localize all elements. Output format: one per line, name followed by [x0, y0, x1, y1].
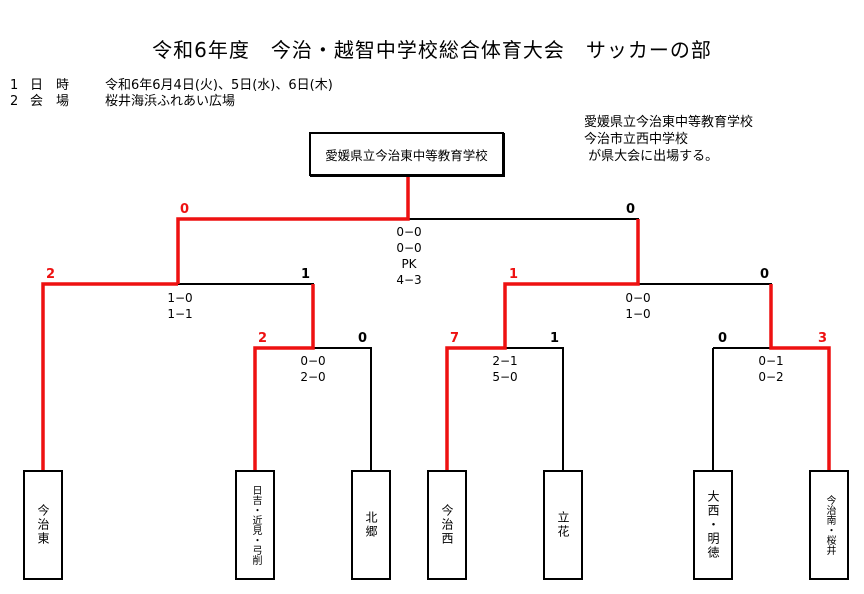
sf1-left-score: 2	[46, 267, 56, 282]
qf2-right-score: 1	[550, 331, 560, 346]
winner-path	[253, 284, 315, 473]
qualification-note: 愛媛県立今治東中等教育学校 今治市立西中学校 が県大会に出場する。	[584, 115, 754, 164]
team-box: 今治東	[23, 470, 63, 580]
champion-name: 愛媛県立今治東中等教育学校	[325, 147, 488, 163]
bracket-line	[505, 347, 564, 473]
date-num: 1	[10, 78, 19, 93]
team-name: 北郷	[364, 511, 378, 539]
champion-box: 愛媛県立今治東中等教育学校	[309, 132, 504, 176]
team-box: 今治南・桜井	[809, 470, 849, 580]
team-box: 今治西	[427, 470, 467, 580]
sf1-right-score: 1	[301, 267, 311, 282]
team-name: 今治南・桜井	[824, 495, 835, 555]
sf2-right-score: 0	[760, 267, 770, 282]
qf3-right-score: 3	[818, 331, 828, 346]
sf2-detail: 0−0 1−0	[625, 291, 651, 321]
team-name: 今治西	[440, 504, 454, 546]
final-right-score: 0	[626, 202, 636, 217]
winner-path	[445, 219, 640, 473]
final-detail: 0−0 0−0 PK 4−3	[396, 225, 422, 287]
venue-label: 会 場	[30, 94, 70, 109]
qf2-detail: 2−1 5−0	[492, 354, 518, 384]
winner-path	[176, 176, 410, 284]
team-box: 北郷	[351, 470, 391, 580]
team-name: 立花	[556, 511, 570, 539]
sf1-detail: 1−0 1−1	[167, 291, 193, 321]
bracket-line	[313, 347, 372, 473]
team-name: 今治東	[36, 504, 50, 546]
qf2-left-score: 7	[450, 331, 460, 346]
team-name: 日吉・近見・弓削	[250, 485, 261, 565]
final-left-score: 0	[180, 202, 190, 217]
qf1-detail: 0−0 2−0	[300, 354, 326, 384]
qf1-right-score: 0	[358, 331, 368, 346]
qf3-detail: 0−1 0−2	[758, 354, 784, 384]
qf3-left-score: 0	[718, 331, 728, 346]
winner-path	[41, 282, 178, 473]
venue-value: 桜井海浜ふれあい広場	[105, 94, 236, 109]
winner-path	[769, 284, 831, 473]
team-box: 日吉・近見・弓削	[235, 470, 275, 580]
date-label: 日 時	[30, 78, 70, 93]
sf2-left-score: 1	[509, 267, 519, 282]
team-box: 立花	[543, 470, 583, 580]
date-value: 令和6年6月4日(火)、5日(水)、6日(木)	[105, 78, 333, 93]
team-box: 大西・明徳	[693, 470, 733, 580]
team-name: 大西・明徳	[706, 490, 720, 560]
qf1-left-score: 2	[258, 331, 268, 346]
bracket-line	[408, 218, 639, 284]
venue-num: 2	[10, 94, 19, 109]
page-title: 令和6年度 今治・越智中学校総合体育大会 サッカーの部	[152, 38, 712, 62]
